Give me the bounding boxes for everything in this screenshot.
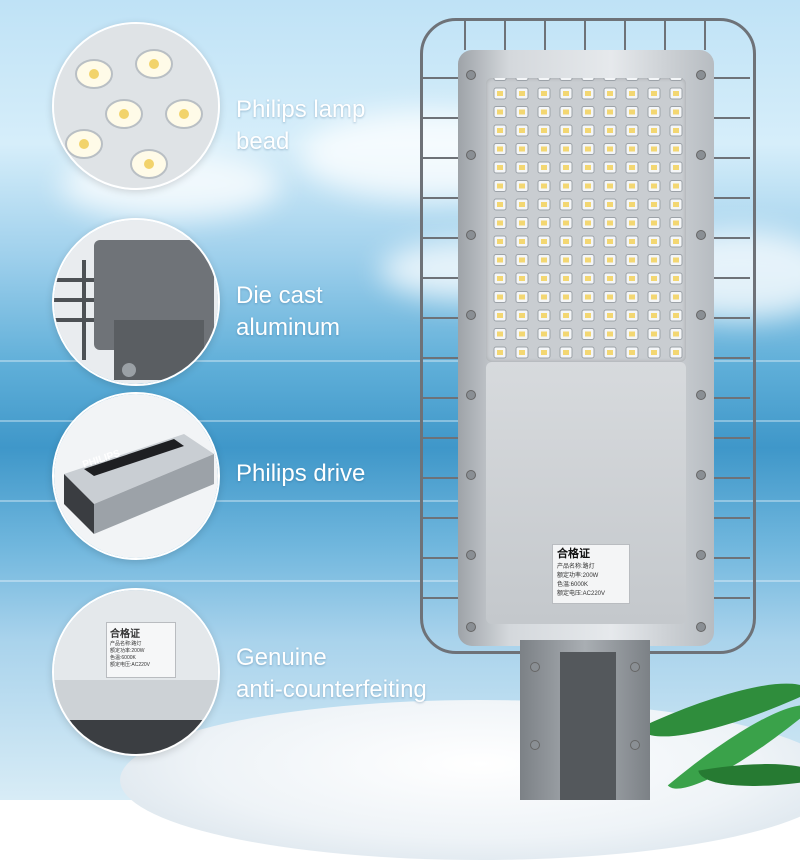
screw-icon (630, 740, 640, 750)
feature-label-line: Die cast (236, 282, 323, 309)
screw-icon (696, 150, 706, 160)
certificate-label: 合格证 产品名称:路灯 额定功率:200W 色温:6000K 额定电压:AC22… (552, 544, 630, 604)
certificate-line: 额定电压:AC220V (557, 591, 606, 597)
certificate-line: 额定功率:200W (557, 573, 599, 579)
certificate-label-closeup: 合格证 产品名称:路灯 额定功率:200W 色温:6000K 额定电压:AC22… (106, 622, 176, 678)
screw-icon (466, 390, 476, 400)
feature-label-line: anti-counterfeiting (236, 676, 427, 703)
lamp-pole-socket (560, 652, 616, 800)
led-bead-icon (54, 24, 218, 188)
screw-icon (466, 230, 476, 240)
feature-circle-lamp-bead (52, 22, 220, 190)
feature-label-die-cast: Die cast aluminum (236, 280, 476, 344)
feature-circle-certificate: 合格证 产品名称:路灯 额定功率:200W 色温:6000K 额定电压:AC22… (52, 588, 220, 756)
feature-label-certificate: Genuine anti-counterfeiting (236, 642, 476, 706)
screw-icon (530, 740, 540, 750)
led-array-icon (486, 78, 686, 362)
die-cast-housing-icon (54, 220, 218, 384)
certificate-line: 额定电压:AC220V (110, 662, 151, 668)
screw-icon (466, 550, 476, 560)
screw-icon (696, 622, 706, 632)
screw-icon (696, 470, 706, 480)
screw-icon (530, 662, 540, 672)
feature-label-line: aluminum (236, 314, 341, 341)
feature-circle-die-cast (52, 218, 220, 386)
screw-icon (630, 662, 640, 672)
screw-icon (696, 70, 706, 80)
certificate-line: 产品名称:路灯 (110, 641, 142, 647)
feature-label-lamp-bead: Philips lamp bead (236, 94, 476, 158)
lamp-cage-grid (420, 18, 750, 599)
screw-icon (466, 150, 476, 160)
driver-box-icon (54, 394, 218, 558)
feature-label-line: Philips drive (236, 460, 366, 487)
screw-icon (696, 230, 706, 240)
screw-icon (696, 550, 706, 560)
screw-icon (466, 470, 476, 480)
certificate-title: 合格证 (110, 629, 140, 640)
certificate-line: 色温:6000K (557, 582, 589, 588)
feature-label-driver: Philips drive (236, 458, 476, 490)
screw-icon (696, 310, 706, 320)
screw-icon (696, 390, 706, 400)
certificate-line: 色温:6000K (110, 655, 136, 661)
certificate-title: 合格证 (557, 548, 590, 560)
feature-label-line: Philips lamp (236, 96, 366, 123)
feature-label-line: bead (236, 128, 290, 155)
screw-icon (466, 310, 476, 320)
certificate-line: 产品名称:路灯 (557, 564, 595, 570)
screw-icon (466, 622, 476, 632)
screw-icon (466, 70, 476, 80)
feature-label-line: Genuine (236, 644, 327, 671)
led-array-panel (486, 78, 686, 362)
certificate-icon (54, 590, 218, 754)
feature-circle-driver: PHILIPS (52, 392, 220, 560)
certificate-line: 额定功率:200W (110, 648, 145, 654)
